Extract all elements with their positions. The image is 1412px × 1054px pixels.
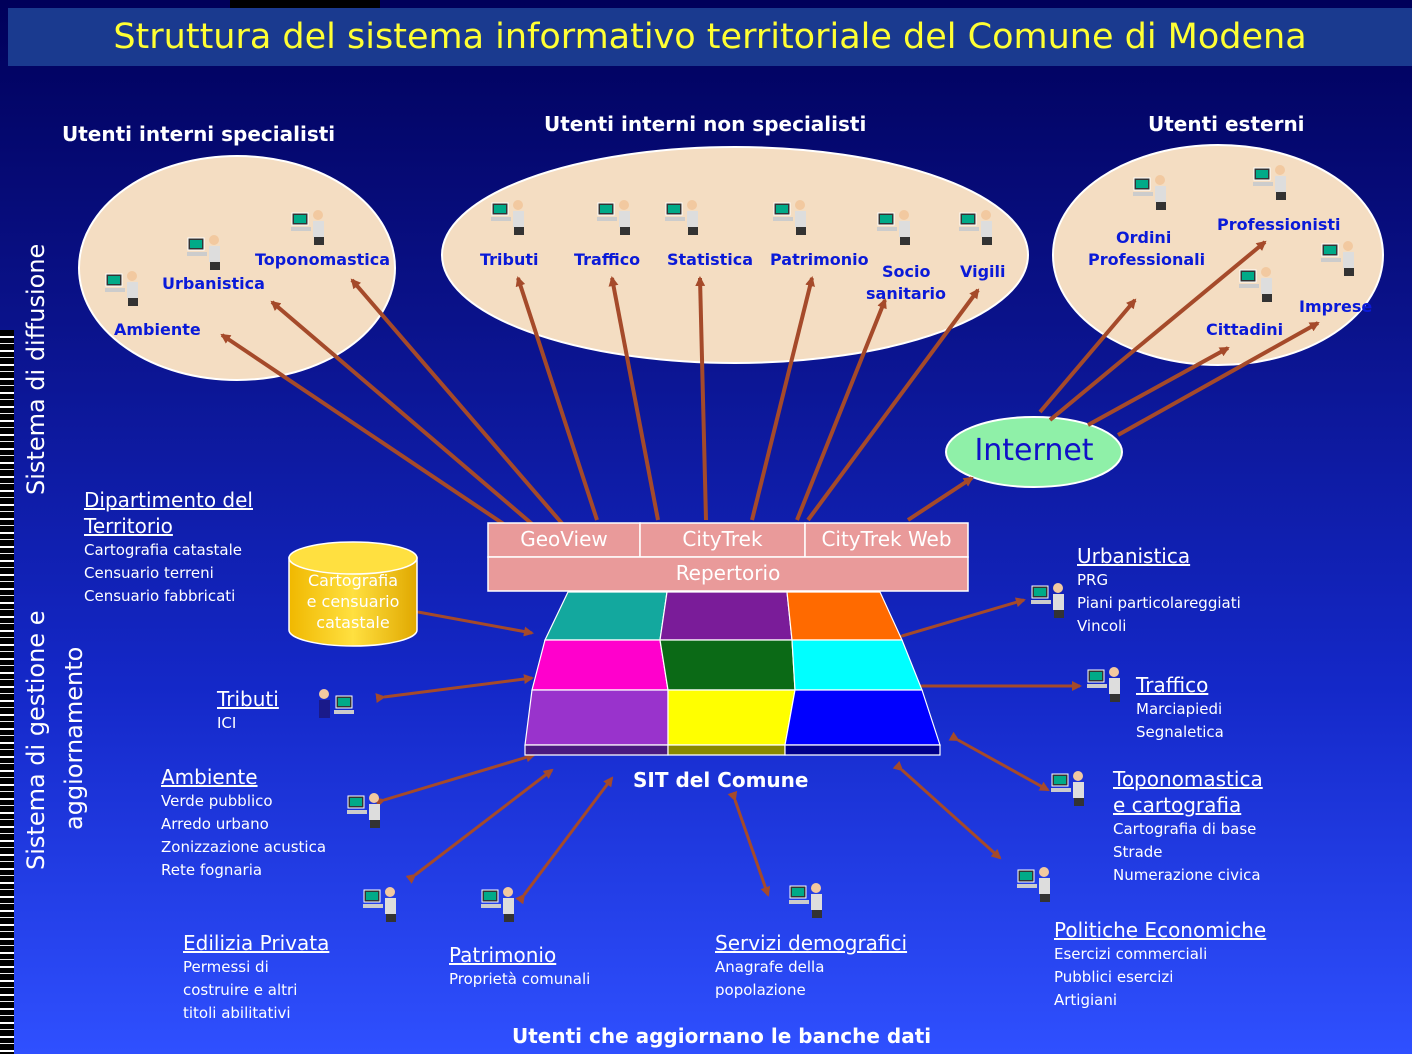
user-label-sanitario: sanitario	[866, 284, 947, 303]
heading-esterni: Utenti esterni	[1148, 112, 1305, 136]
computer-user-icon	[1051, 771, 1084, 806]
computer-user-icon	[789, 883, 822, 918]
heading-specialisti: Utenti interni specialisti	[62, 122, 336, 146]
dept-edilizia: Edilizia Privata Permessi di costruire e…	[183, 931, 330, 1022]
arrow-to-statistica	[695, 276, 708, 521]
internet-oval	[945, 416, 1123, 488]
arrow-to-urbanistica	[270, 300, 547, 537]
arrow-urbanistica	[892, 597, 1026, 644]
arrow-to-cittadini	[1087, 346, 1230, 427]
update-arrows	[374, 597, 1082, 905]
arrow-catastale	[409, 605, 534, 637]
user-label-ordini: Ordini	[1116, 228, 1172, 247]
user-label-traffico: Traffico	[574, 250, 641, 269]
side-label-aggiornamento: aggiornamento	[60, 646, 88, 830]
bottom-label: Utenti che aggiornano le banche dati	[512, 1024, 932, 1048]
arrow-toponomastica	[948, 731, 1050, 792]
dept-territorio: Dipartimento del Territorio Cartografia …	[84, 488, 253, 605]
user-label-statistica: Statistica	[667, 250, 754, 269]
user-label-vigili: Vigili	[960, 262, 1006, 281]
computer-user-icon	[665, 200, 698, 235]
software-box	[487, 522, 969, 592]
computer-user-icon	[597, 200, 630, 235]
computer-user-icon	[773, 200, 806, 235]
user-label-patrimonio: Patrimonio	[770, 250, 869, 269]
arrow-politiche	[892, 760, 1002, 860]
cylinder-database	[288, 541, 418, 647]
computer-user-icon	[1133, 175, 1166, 210]
computer-user-icon	[1321, 241, 1354, 276]
cylinder-label: Cartografia e censuario catastale	[306, 571, 400, 632]
title-banner	[8, 8, 1412, 66]
computer-user-icon	[959, 210, 992, 245]
arrow-to-vigili	[806, 288, 980, 522]
arrow-to-ordini	[1038, 298, 1137, 414]
computer-user-icon	[291, 210, 324, 245]
software-citytrek: CityTrek	[682, 527, 763, 551]
computer-user-icon	[491, 200, 524, 235]
software-geoview: GeoView	[520, 527, 608, 551]
dept-toponomastica: Toponomastica e cartografia Cartografia …	[1113, 767, 1263, 884]
arrow-to-patrimonio	[750, 276, 815, 521]
arrow-to-internet	[906, 476, 974, 522]
computer-user-icon	[481, 887, 514, 922]
arrow-to-imprese	[1117, 321, 1320, 437]
top-edge-strip	[230, 0, 380, 8]
dept-urbanistica: Urbanistica PRG Piani particolareggiati …	[1077, 544, 1241, 635]
user-label-ambiente: Ambiente	[114, 320, 201, 339]
computer-user-icon	[105, 271, 138, 306]
software-citytrek-web: CityTrek Web	[821, 527, 952, 551]
computer-user-icon	[1087, 667, 1120, 702]
computer-user-icon	[1031, 583, 1064, 618]
dept-demografici: Servizi demografici Anagrafe della popol…	[715, 931, 908, 999]
arrow-tributi	[375, 674, 534, 703]
arrow-ambiente	[374, 752, 536, 808]
arrow-to-professionisti	[1048, 240, 1267, 422]
ellipse-esterni	[1052, 144, 1384, 366]
dept-ambiente: Ambiente Verde pubblico Arredo urbano Zo…	[161, 765, 327, 879]
left-edge-bars	[0, 330, 14, 1054]
dept-politiche-economiche: Politiche Economiche Esercizi commercial…	[1054, 918, 1267, 1009]
arrow-to-socio-sanitario	[795, 298, 887, 521]
computer-user-icon	[187, 235, 220, 270]
arrow-patrimonio	[515, 776, 614, 905]
user-label-professionali: Professionali	[1088, 250, 1206, 269]
user-label-professionisti: Professionisti	[1217, 215, 1341, 234]
software-repertorio: Repertorio	[675, 561, 781, 585]
dept-tributi: Tributi ICI	[217, 687, 279, 732]
puzzle-platform	[524, 591, 941, 756]
arrow-to-traffico	[608, 276, 660, 521]
sit-label: SIT del Comune	[633, 768, 809, 792]
side-label-diffusione: Sistema di diffusione	[22, 243, 50, 495]
user-label-cittadini: Cittadini	[1206, 320, 1284, 339]
computer-user-icon	[319, 689, 354, 718]
dept-patrimonio: Patrimonio Proprietà comunali	[449, 943, 591, 988]
arrow-to-tributi	[515, 276, 599, 521]
computer-user-icon	[363, 887, 396, 922]
arrow-to-ambiente	[220, 333, 522, 537]
computer-user-icon	[347, 793, 380, 828]
page-title: Struttura del sistema informativo territ…	[113, 17, 1307, 57]
computer-user-icon	[1253, 165, 1286, 200]
computer-user-icon	[1239, 267, 1272, 302]
internet-label: Internet	[974, 433, 1094, 468]
user-label-urbanistica: Urbanistica	[162, 274, 265, 293]
computer-user-icon	[1017, 867, 1050, 902]
user-label-imprese: Imprese	[1299, 297, 1373, 316]
computer-user-icon	[877, 210, 910, 245]
diffusion-arrows	[220, 240, 1320, 537]
arrow-demografici	[727, 790, 771, 897]
heading-non-specialisti: Utenti interni non specialisti	[544, 112, 867, 136]
side-label-gestione: Sistema di gestione e	[22, 610, 50, 870]
arrow-to-toponomastica	[350, 278, 574, 537]
user-label-toponomastica: Toponomastica	[255, 250, 391, 269]
dept-traffico: Traffico Marciapiedi Segnaletica	[1136, 673, 1224, 741]
user-label-socio: Socio	[882, 262, 931, 281]
user-label-tributi: Tributi	[480, 250, 539, 269]
